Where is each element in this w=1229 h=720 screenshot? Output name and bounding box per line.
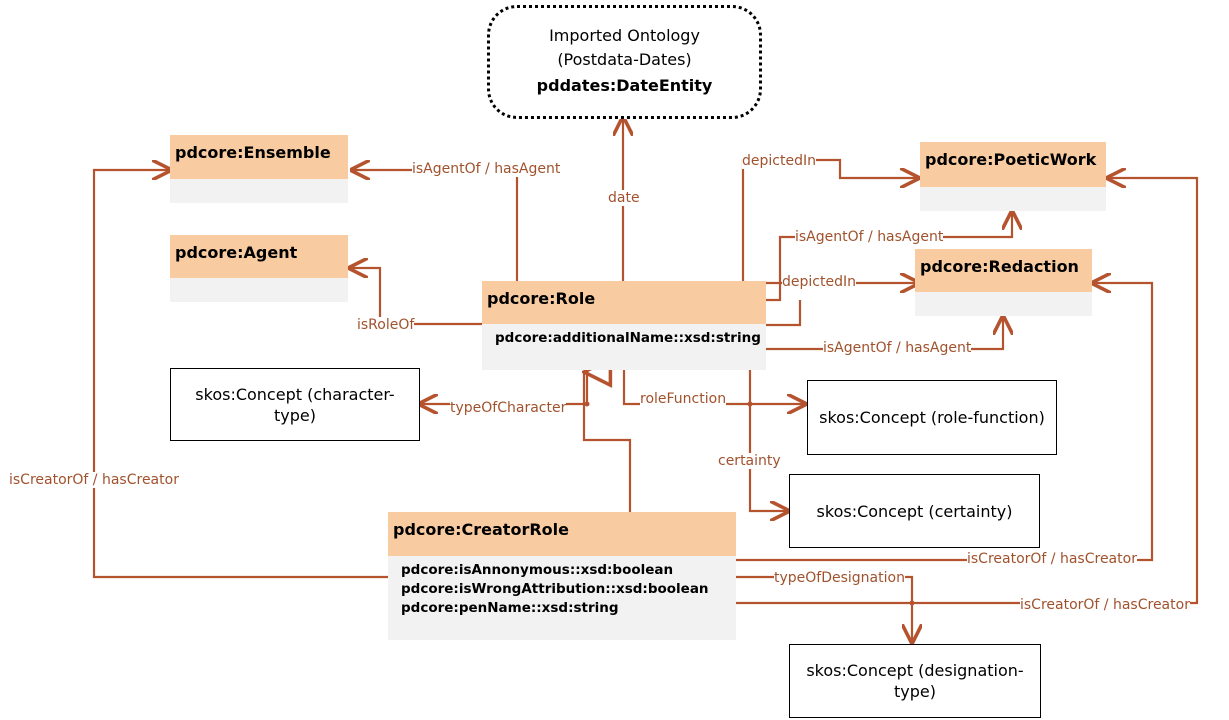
- designation-type-concept: skos:Concept (designation-type): [789, 644, 1041, 718]
- role-class-title: pdcore:Role: [482, 281, 766, 324]
- imported-ontology: Imported Ontology (Postdata-Dates) pddat…: [487, 5, 762, 119]
- creator-role-attribute: pdcore:isAnnonymous::xsd:boolean: [401, 562, 674, 578]
- creator-role-class-title: pdcore:CreatorRole: [388, 512, 736, 556]
- imported-ontology-source: (Postdata-Dates): [557, 50, 692, 69]
- ensemble-class-title: pdcore:Ensemble: [170, 135, 348, 179]
- label-type-of-character: typeOfCharacter: [450, 400, 567, 416]
- label-is-role-of: isRoleOf: [357, 317, 415, 333]
- label-creator-redaction: isCreatorOf / hasCreator: [967, 551, 1137, 567]
- creator-role-attribute: pdcore:penName::xsd:string: [401, 600, 619, 616]
- agent-class-title: pdcore:Agent: [170, 235, 348, 278]
- label-ensemble-agent: isAgentOf / hasAgent: [412, 161, 561, 177]
- label-creator-work: isCreatorOf / hasCreator: [1020, 597, 1190, 613]
- label-role-function: roleFunction: [640, 391, 727, 407]
- redaction-class-title: pdcore:Redaction: [915, 249, 1092, 292]
- certainty-concept: skos:Concept (certainty): [789, 474, 1040, 548]
- label-agent-of-work: isAgentOf / hasAgent: [795, 229, 944, 245]
- label-depicted-in-work: depictedIn: [742, 153, 816, 169]
- edge-type-of-character: [420, 370, 589, 404]
- edge-is-role-of: [350, 268, 482, 326]
- edge-creator-ensemble: [92, 170, 388, 579]
- label-creator-ensemble: isCreatorOf / hasCreator: [9, 472, 179, 488]
- character-type-concept: skos:Concept (character-type): [170, 368, 420, 441]
- edge-generalization: [584, 372, 632, 512]
- edge-type-of-designation: [736, 575, 912, 642]
- date-entity-class: pddates:DateEntity: [536, 76, 713, 95]
- imported-ontology-title: Imported Ontology: [549, 26, 700, 45]
- creator-role-attribute: pdcore:isWrongAttribution::xsd:boolean: [401, 581, 709, 597]
- edge-depicted-in-work: [741, 158, 918, 281]
- creator-role-class: pdcore:CreatorRole pdcore:isAnnonymous::…: [388, 512, 736, 640]
- ensemble-class: pdcore:Ensemble: [170, 135, 348, 203]
- edge-agent-of-work: [766, 212, 1012, 302]
- edge-role-function: [622, 370, 805, 404]
- role-class: pdcore:Role pdcore:additionalName::xsd:s…: [482, 281, 766, 370]
- role-attribute: pdcore:additionalName::xsd:string: [495, 330, 761, 346]
- label-type-of-designation: typeOfDesignation: [774, 570, 905, 586]
- redaction-class: pdcore:Redaction: [915, 249, 1092, 316]
- edge-certainty: [748, 370, 788, 511]
- edge-creator-redaction: [736, 283, 1154, 562]
- label-certainty: certainty: [718, 453, 781, 469]
- label-date: date: [608, 190, 640, 206]
- agent-class: pdcore:Agent: [170, 235, 348, 302]
- role-function-concept: skos:Concept (role-function): [807, 380, 1057, 455]
- edge-role-addname: [766, 300, 802, 327]
- edge-creator-work: [736, 178, 1199, 605]
- label-agent-of-redaction: isAgentOf / hasAgent: [823, 340, 972, 356]
- label-depicted-in-redaction: depictedIn: [782, 274, 856, 290]
- poetic-work-class: pdcore:PoeticWork: [920, 142, 1106, 211]
- poetic-work-class-title: pdcore:PoeticWork: [920, 142, 1106, 187]
- edge-ensemble-agent: [352, 170, 519, 281]
